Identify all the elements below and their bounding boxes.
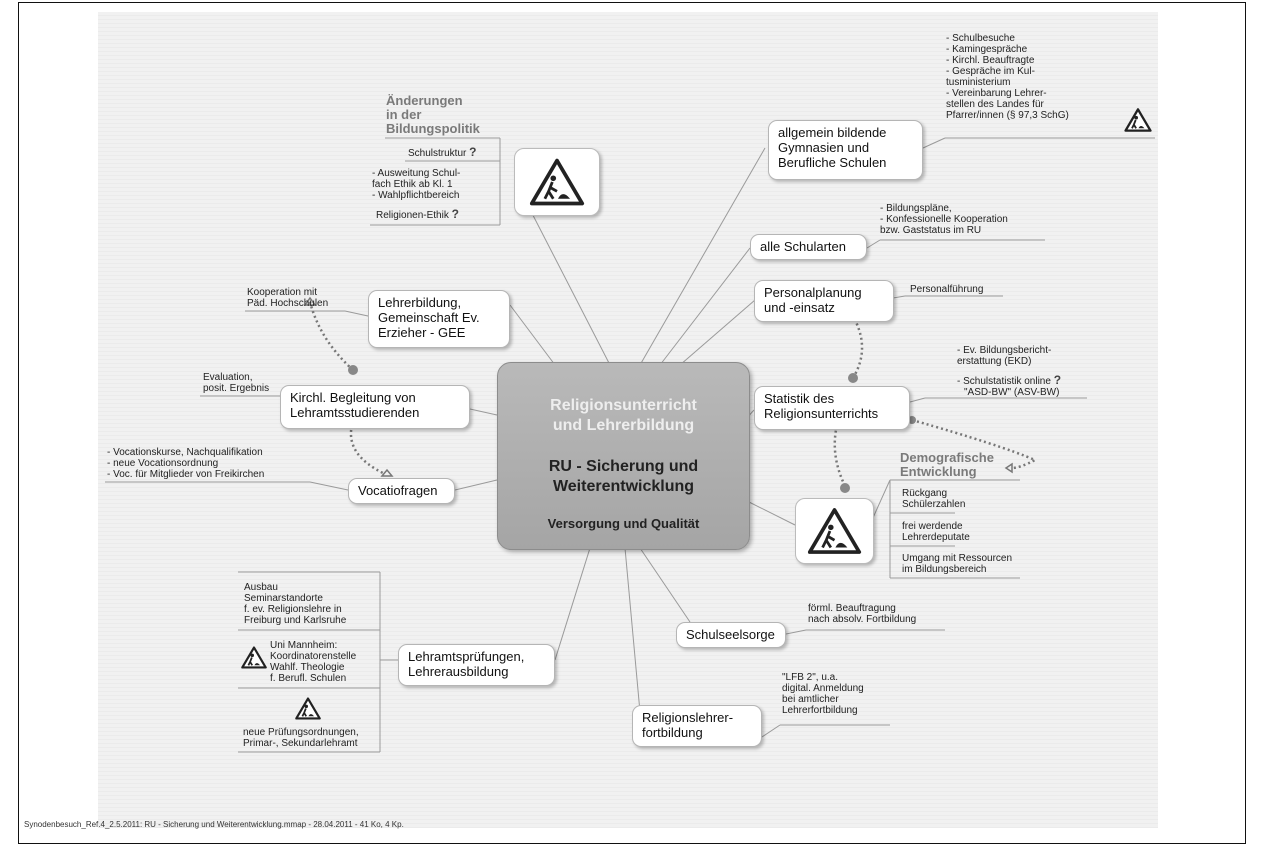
text-personalfuehrung: Personalführung xyxy=(910,284,984,295)
construction-small-icon xyxy=(1124,108,1152,132)
node-religionslehrerfortbildung[interactable]: Religionslehrer- fortbildung xyxy=(632,705,762,747)
text-rueckgang: Rückgang Schülerzahlen xyxy=(902,488,966,510)
question-mark: ? xyxy=(451,207,459,221)
text-ausbau: Ausbau Seminarstandorte f. ev. Religions… xyxy=(244,582,347,626)
construction-warning-icon xyxy=(807,508,862,554)
node-lehramtspruefungen[interactable]: Lehramtsprüfungen, Lehrerausbildung xyxy=(398,644,555,686)
node-lehrerbildung[interactable]: Lehrerbildung, Gemeinschaft Ev. Erzieher… xyxy=(368,290,510,348)
construction-small-icon xyxy=(295,697,321,720)
text-pruefungsordnungen: neue Prüfungsordnungen, Primar-, Sekunda… xyxy=(243,727,359,749)
central-subtitle: Versorgung und Qualität xyxy=(547,516,700,531)
node-alle-schularten[interactable]: alle Schularten xyxy=(750,234,867,260)
construction-node-top[interactable] xyxy=(514,148,600,216)
text-ethik: - Ausweitung Schul- fach Ethik ab Kl. 1 … xyxy=(372,168,461,201)
text-schulstatistik: - Schulstatistik online ? xyxy=(957,373,1062,387)
text-schulstatistik-label: - Schulstatistik online xyxy=(957,376,1051,387)
text-religionen-ethik-label: Religionen-Ethik xyxy=(376,210,449,221)
footer-caption: Synodenbesuch_Ref.4_2.5.2011: RU - Siche… xyxy=(24,820,404,829)
text-ekd: - Ev. Bildungsbericht- erstattung (EKD) xyxy=(957,345,1052,367)
node-kirchl-begleitung[interactable]: Kirchl. Begleitung von Lehramtsstudieren… xyxy=(280,385,470,429)
text-kooperation: Kooperation mit Päd. Hochschulen xyxy=(247,287,329,309)
text-religionen-ethik: Religionen-Ethik ? xyxy=(376,207,459,221)
text-schulbesuche: - Schulbesuche - Kamingespräche - Kirchl… xyxy=(946,33,1069,121)
central-title-light: Religionsunterricht und Lehrerbildung xyxy=(550,397,697,434)
node-allgemein-bildende[interactable]: allgemein bildende Gymnasien und Berufli… xyxy=(768,120,923,180)
text-ressourcen: Umgang mit Ressourcen im Bildungsbereich xyxy=(902,553,1013,575)
text-beauftragung: förml. Beauftragung nach absolv. Fortbil… xyxy=(808,603,917,625)
node-schulseelsorge[interactable]: Schulseelsorge xyxy=(676,622,786,648)
question-mark: ? xyxy=(1053,373,1062,387)
node-vocatiofragen[interactable]: Vocatiofragen xyxy=(348,478,455,504)
central-title-main: RU - Sicherung und Weiterentwicklung xyxy=(548,458,699,495)
text-lfb: "LFB 2", u.a. digital. Anmeldung bei amt… xyxy=(782,672,864,716)
heading-demografisch: Demografische Entwicklung xyxy=(900,450,994,479)
construction-node-bottom[interactable] xyxy=(795,498,874,564)
text-schulstruktur-label: Schulstruktur xyxy=(408,148,467,159)
construction-small-icon xyxy=(241,646,267,669)
question-mark: ? xyxy=(469,145,477,159)
construction-warning-icon xyxy=(529,158,585,206)
text-evaluation: Evaluation, posit. Ergebnis xyxy=(203,372,270,394)
text-deputate: frei werdende Lehrerdeputate xyxy=(902,521,970,543)
central-topic[interactable]: Religionsunterricht und Lehrerbildung RU… xyxy=(497,362,750,550)
text-bildungsplaene: - Bildungspläne, - Konfessionelle Kooper… xyxy=(880,203,1008,236)
node-statistik[interactable]: Statistik des Religionsunterrichts xyxy=(754,386,910,430)
heading-aenderungen: Änderungen in der Bildungspolitik xyxy=(386,93,480,136)
text-asd: "ASD-BW" (ASV-BW) xyxy=(964,387,1060,398)
node-personalplanung[interactable]: Personalplanung und -einsatz xyxy=(754,280,894,322)
text-mannheim: Uni Mannheim: Koordinatorenstelle Wahlf.… xyxy=(270,640,357,684)
text-vocationskurse: - Vocationskurse, Nachqualifikation - ne… xyxy=(107,447,265,480)
text-schulstruktur: Schulstruktur ? xyxy=(408,145,477,159)
